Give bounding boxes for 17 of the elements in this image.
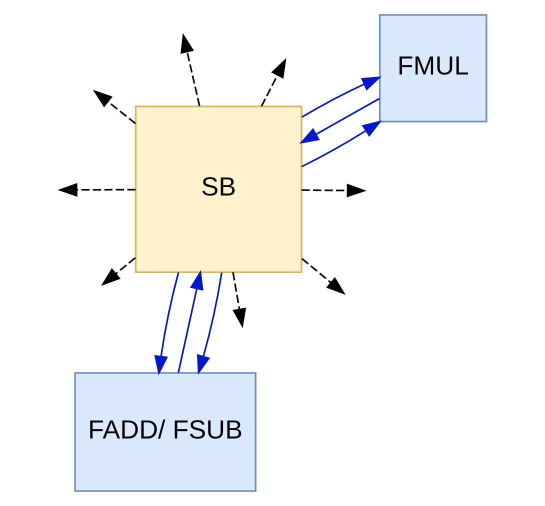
node-box: SB xyxy=(134,106,302,273)
arrow xyxy=(178,270,204,373)
arrow xyxy=(302,184,367,198)
arrow xyxy=(92,90,136,124)
arrow xyxy=(299,98,380,144)
arrow xyxy=(154,272,180,376)
arrow xyxy=(301,120,382,168)
arrow xyxy=(196,272,223,375)
arrow xyxy=(101,257,136,286)
arrow xyxy=(260,58,286,107)
arrow xyxy=(301,258,346,295)
node-box: FADD/ FSUB xyxy=(74,372,256,492)
arrow xyxy=(58,182,136,197)
node-box: FMUL xyxy=(378,14,488,122)
arrow xyxy=(180,33,200,106)
arrow xyxy=(301,76,382,118)
arrow xyxy=(232,272,246,328)
